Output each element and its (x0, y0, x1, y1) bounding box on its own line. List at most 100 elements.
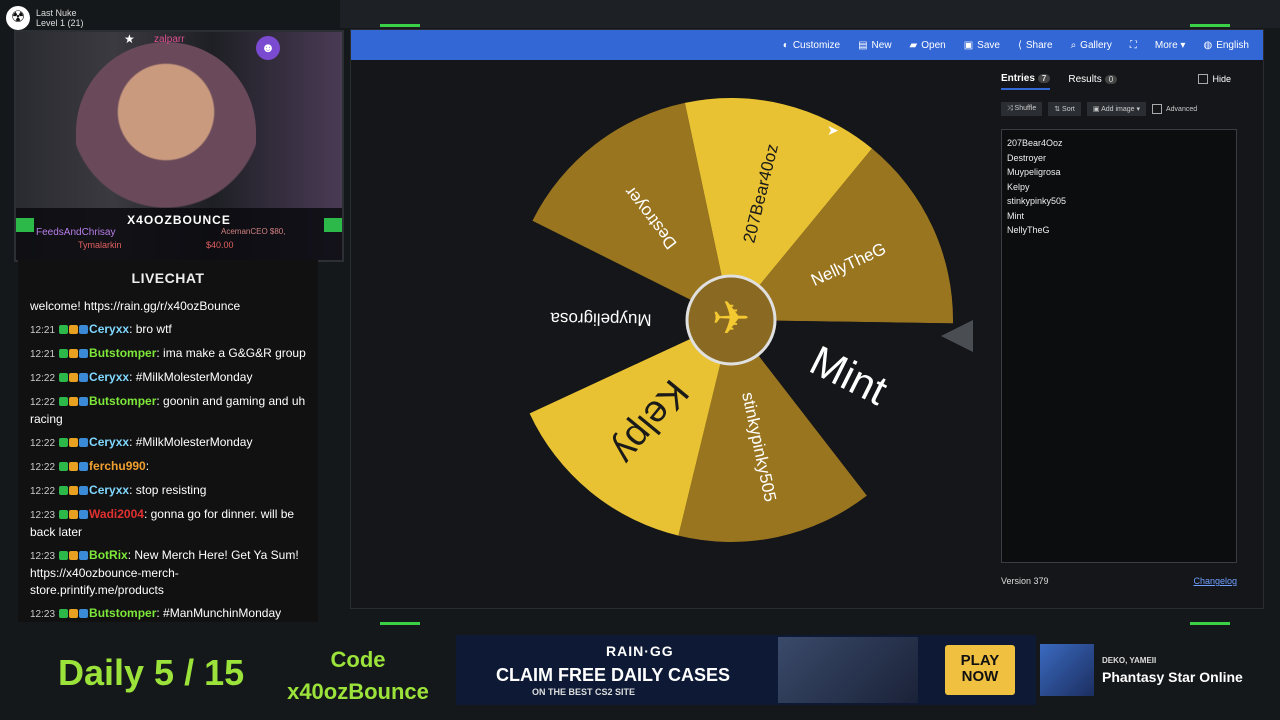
chat-time: 12:23 (30, 551, 56, 562)
toolbar-item-5[interactable]: ⌕Gallery (1071, 40, 1112, 51)
chat-message: welcome! https://rain.gg/r/x40ozBounce (30, 298, 306, 315)
chat-username[interactable]: Wadi2004 (89, 507, 144, 521)
wheel-segment (532, 102, 731, 321)
sort-icon: ⇅ (1054, 106, 1063, 113)
add-image-button[interactable]: ▣ Add image ▾ (1086, 102, 1146, 116)
toolbar-label: English (1216, 39, 1249, 51)
chat-badge-icon (69, 438, 79, 447)
accent-line (1190, 622, 1230, 625)
ticker-right: AcemanCEO $80, (221, 227, 286, 236)
ad-claim: CLAIM FREE DAILY CASES (496, 665, 731, 685)
sort-button[interactable]: ⇅ Sort (1048, 102, 1081, 116)
chat-badge-icon (59, 349, 69, 358)
chat-badge-icon (69, 486, 79, 495)
toolbar-item-4[interactable]: ⟨Share (1018, 40, 1053, 51)
wheel-segment (529, 320, 731, 536)
toolbar-item-3[interactable]: ▣Save (964, 40, 1000, 51)
spin-wheel[interactable]: 207Bear40ozNellyTheGMintstinkypinky505Ke… (501, 90, 961, 550)
chat-username[interactable]: ferchu990 (89, 459, 146, 473)
chat-username[interactable]: Ceryxx (89, 483, 130, 497)
plane-icon: ✈ (712, 292, 751, 344)
wheel-segment (678, 320, 867, 542)
chat-username[interactable]: Butstomper (89, 394, 157, 408)
wheel-pointer (941, 320, 973, 352)
toolbar-item-7[interactable]: More ▾ (1155, 40, 1186, 51)
chat-username[interactable]: Butstomper (89, 346, 157, 360)
wheel-segment (731, 320, 953, 496)
chat-badge-icon (79, 325, 89, 334)
chat-time: 12:21 (30, 349, 56, 360)
shuffle-button[interactable]: ⤨ Shuffle (1001, 102, 1043, 116)
entry-line: 207Bear4Ooz (1007, 138, 1063, 148)
daily-counter: Daily 5 / 15 (58, 652, 245, 693)
chat-text: #MilkMolesterMonday (135, 370, 253, 384)
chat-badge-icon (69, 373, 79, 382)
entry-line: Muypeligrosa (1007, 167, 1061, 177)
toolbar-label: New (871, 39, 892, 51)
changelog-link[interactable]: Changelog (1193, 576, 1237, 586)
ad-banner[interactable]: RAIN·GG CLAIM FREE DAILY CASES ON THE BE… (456, 635, 1036, 705)
toolbar-icon: ▰ (909, 39, 918, 51)
hide-checkbox[interactable] (1198, 74, 1209, 84)
chat-time: 12:22 (30, 462, 56, 473)
chat-time: 12:23 (30, 510, 56, 521)
accent-line (380, 24, 420, 27)
toolbar-icon: ▣ (963, 39, 974, 51)
wheel-segment (731, 148, 953, 324)
chat-time: 12:22 (30, 397, 56, 408)
toolbar-icon: ◐ (782, 39, 789, 51)
toolbar: ◐Customize ▤New ▰Open ▣Save ⟨Share ⌕Gallery ⛶ M… (351, 30, 1263, 60)
toolbar-label: Gallery (1080, 39, 1112, 51)
chat-username[interactable]: Butstomper (89, 606, 157, 620)
toolbar-label: Customize (792, 39, 841, 51)
entry-line: Mint (1007, 210, 1025, 221)
album-art (1040, 644, 1094, 696)
ticker-left: FeedsAndChrisay (36, 227, 116, 238)
chat-badge-icon (69, 510, 79, 519)
accent-line (380, 622, 420, 625)
webcam-panel: ★ zalparr ☻ X4OOZBOUNCE FeedsAndChrisay … (14, 30, 344, 262)
radiation-icon: ☢ (6, 6, 30, 30)
hide-toggle[interactable]: Hide (1198, 74, 1231, 84)
chat-messages[interactable]: welcome! https://rain.gg/r/x40ozBounce 12… (18, 292, 318, 635)
toolbar-item-8[interactable]: ◍English (1203, 40, 1249, 51)
wheel-app-window: ◐Customize ▤New ▰Open ▣Save ⟨Share ⌕Gallery ⛶ M… (350, 29, 1264, 609)
version-label: Version 379 (1001, 576, 1049, 586)
chat-username[interactable]: Ceryxx (89, 322, 130, 336)
sort-label: Sort (1062, 106, 1075, 113)
advanced-toggle[interactable]: Advanced (1152, 104, 1197, 114)
chat-username[interactable]: Ceryxx (89, 370, 130, 384)
tab-results-label: Results (1068, 73, 1102, 85)
toolbar-item-6[interactable]: ⛶ (1130, 40, 1137, 51)
chat-username[interactable]: Ceryxx (89, 435, 130, 449)
toolbar-item-0[interactable]: ◐Customize (783, 40, 840, 51)
advanced-checkbox[interactable] (1152, 104, 1162, 114)
toolbar-label: Save (977, 39, 1000, 51)
chat-time: 12:21 (30, 325, 56, 336)
shuffle-label: Shuffle (1014, 105, 1037, 112)
name-bar (16, 208, 342, 260)
star-icon: ★ (124, 32, 135, 46)
entry-line: NellyTheG (1007, 225, 1050, 235)
chat-badge-icon (59, 486, 69, 495)
chat-badge-icon (59, 551, 69, 560)
chat-badge-icon (59, 510, 69, 519)
toolbar-icon: ⟨ (1017, 39, 1022, 51)
wheel-hub[interactable] (685, 274, 777, 366)
chat-username[interactable]: BotRix (89, 548, 128, 562)
ad-brand: RAIN·GG (606, 643, 674, 659)
chat-badge-icon (79, 486, 89, 495)
chat-badge-icon (79, 373, 89, 382)
toolbar-item-2[interactable]: ▰Open (910, 40, 946, 51)
play-now-button[interactable]: PLAY NOW (945, 645, 1015, 695)
toolbar-item-1[interactable]: ▤New (858, 40, 891, 51)
chat-text: bro wtf (135, 322, 172, 336)
add-image-label: Add image (1101, 106, 1135, 113)
toolbar-label: More ▾ (1154, 39, 1186, 51)
